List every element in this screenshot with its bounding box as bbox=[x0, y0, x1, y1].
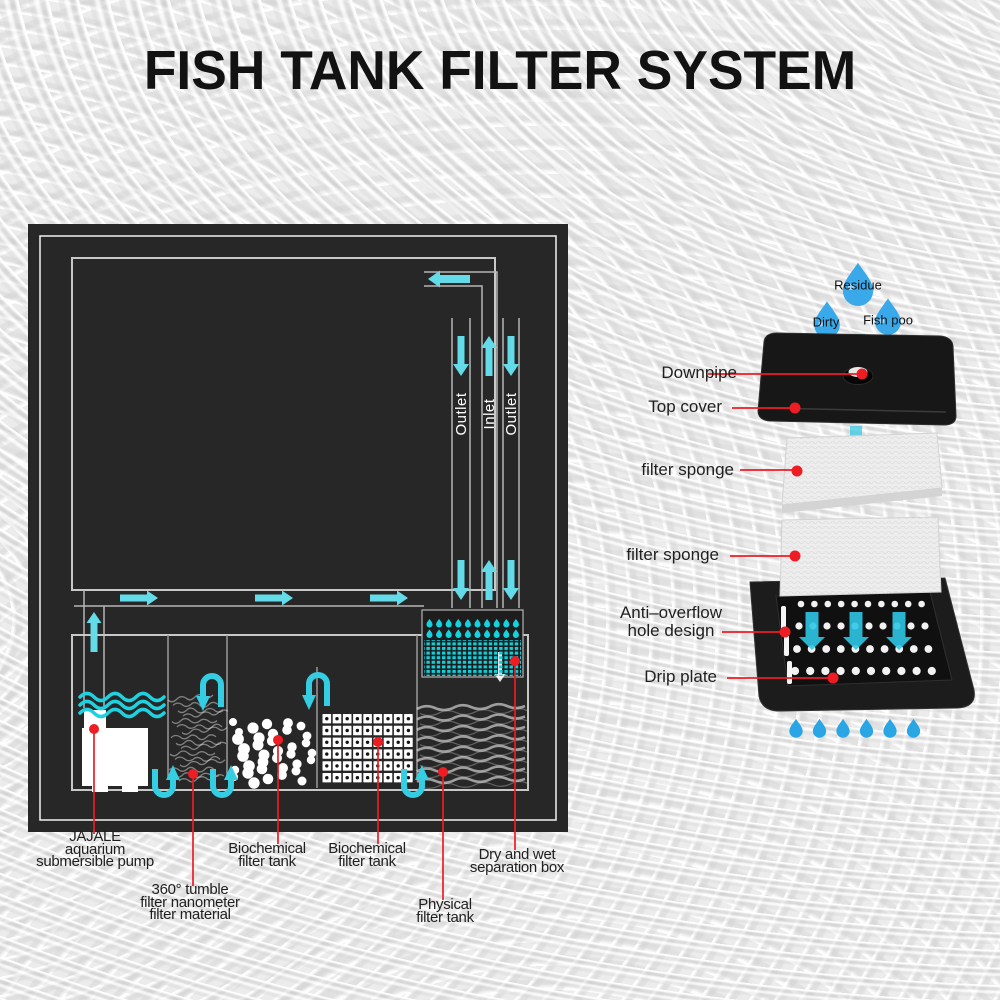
drywet-label-line2: separation box bbox=[469, 858, 565, 876]
anti-overflow-line1: Anti–overflow bbox=[619, 603, 722, 622]
exploded-filter-view bbox=[708, 262, 975, 738]
separation-box-3d bbox=[749, 577, 975, 712]
waste-drops bbox=[814, 262, 901, 338]
sump-compartments bbox=[71, 634, 529, 791]
callout-lines bbox=[89, 656, 520, 900]
pump-label-line1: JAJALE bbox=[69, 828, 121, 845]
fishpoo-drop-label: Fish poo bbox=[863, 312, 913, 328]
tumble-label-line2: filter nanometer bbox=[140, 893, 240, 911]
dirty-drop-label: Dirty bbox=[812, 314, 840, 330]
bio2-label-line1: Biochemical bbox=[328, 840, 406, 857]
flow-arrows bbox=[86, 270, 519, 798]
filter-sponge-2-label: filter sponge bbox=[626, 545, 719, 564]
bio-rings-grid bbox=[322, 714, 413, 783]
page-title: FISH TANK FILTER SYSTEM bbox=[143, 39, 857, 101]
water-waves bbox=[78, 691, 166, 719]
physical-label-line2: filter tank bbox=[416, 908, 474, 926]
top-cover-label: Top cover bbox=[648, 397, 722, 416]
biochemical-tank-2-label: Biochemical filter tank bbox=[328, 840, 406, 870]
filter-sponge-1-label: filter sponge bbox=[641, 460, 734, 479]
biochemical-tank-1-label: Biochemical filter tank bbox=[228, 840, 306, 870]
pipe-label-outlet-1: Outlet bbox=[453, 392, 470, 435]
bio1-label-line1: Biochemical bbox=[228, 840, 306, 857]
separation-box bbox=[421, 609, 524, 682]
top-cover-part bbox=[757, 332, 957, 426]
anti-overflow-line2: hole design bbox=[627, 621, 715, 640]
residue-drop-label: Residue bbox=[834, 277, 882, 293]
pipe-label-inlet: Inlet bbox=[481, 398, 498, 429]
filter-sponge-2 bbox=[779, 516, 942, 597]
tumble-label-line3: filter material bbox=[149, 906, 231, 923]
downpipe-label: Downpipe bbox=[661, 363, 737, 382]
filter-sponge-1 bbox=[781, 432, 943, 513]
tank-flow-diagram: Outlet Inlet Outlet bbox=[28, 224, 568, 900]
pump-label-line2: aquarium bbox=[64, 840, 126, 858]
physical-filter-fibers bbox=[416, 702, 528, 789]
pipe-label-outlet-2: Outlet bbox=[503, 392, 520, 435]
bio1-label-line2: filter tank bbox=[238, 852, 296, 870]
tumble-label-line1: 360° tumble bbox=[151, 881, 229, 898]
nano-filter-material bbox=[167, 694, 229, 783]
bio2-label-line2: filter tank bbox=[338, 852, 396, 870]
pump-label-line3: submersible pump bbox=[36, 853, 154, 870]
physical-tank-label: Physical filter tank bbox=[416, 896, 474, 926]
anti-overflow-label: Anti–overflow hole design bbox=[620, 604, 722, 640]
bio-balls bbox=[229, 718, 317, 789]
clean-water-drops bbox=[789, 718, 921, 738]
aquarium-box bbox=[71, 257, 496, 591]
physical-label-line1: Physical bbox=[418, 896, 472, 913]
drip-plate-label: Drip plate bbox=[644, 667, 717, 686]
pump-label: JAJALE aquarium submersible pump bbox=[36, 828, 154, 870]
callout-lines bbox=[708, 368, 868, 684]
tumble-filter-label: 360° tumble filter nanometer filter mate… bbox=[140, 881, 240, 923]
drywet-box-label: Dry and wet separation box bbox=[469, 846, 565, 876]
pipe-labels: Outlet Inlet Outlet bbox=[453, 392, 520, 435]
drywet-label-line1: Dry and wet bbox=[478, 846, 556, 863]
pipes bbox=[74, 271, 520, 708]
